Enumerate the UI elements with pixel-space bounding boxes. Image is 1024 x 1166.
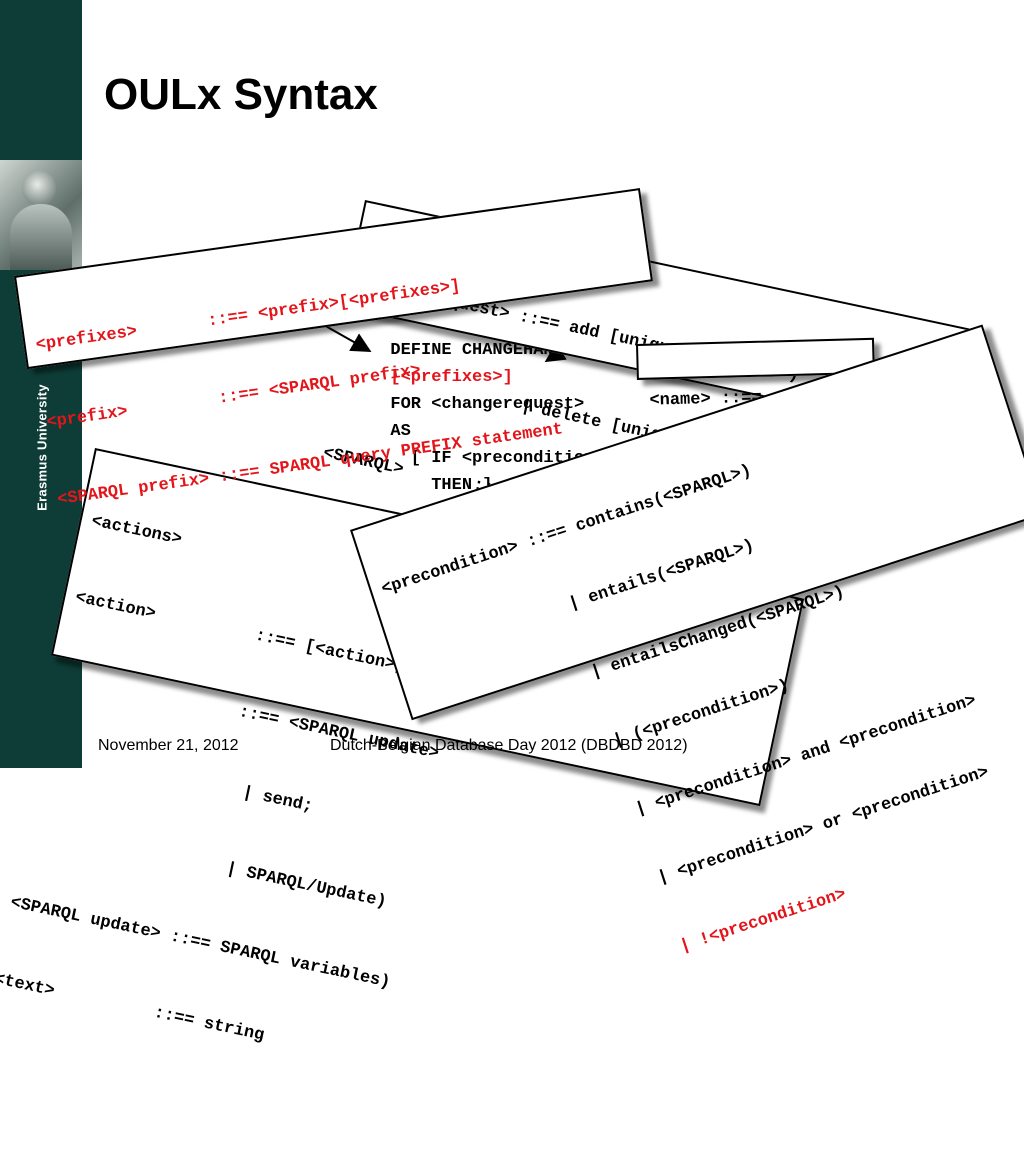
footer-event: Dutch-Belgian Database Day 2012 (DBDBD 2… xyxy=(330,737,688,754)
sidebar: Erasmus University xyxy=(0,0,82,768)
portrait-body xyxy=(10,204,72,270)
slide-title: OULx Syntax xyxy=(104,70,378,119)
portrait-head xyxy=(22,170,56,206)
code-line-prefixes: [<prefixes>] xyxy=(390,368,513,387)
erasmus-portrait-image xyxy=(0,160,82,270)
code-line: FOR <changerequest> xyxy=(390,395,585,414)
code-line: AS xyxy=(390,422,411,441)
footer-date: November 21, 2012 xyxy=(98,737,239,754)
